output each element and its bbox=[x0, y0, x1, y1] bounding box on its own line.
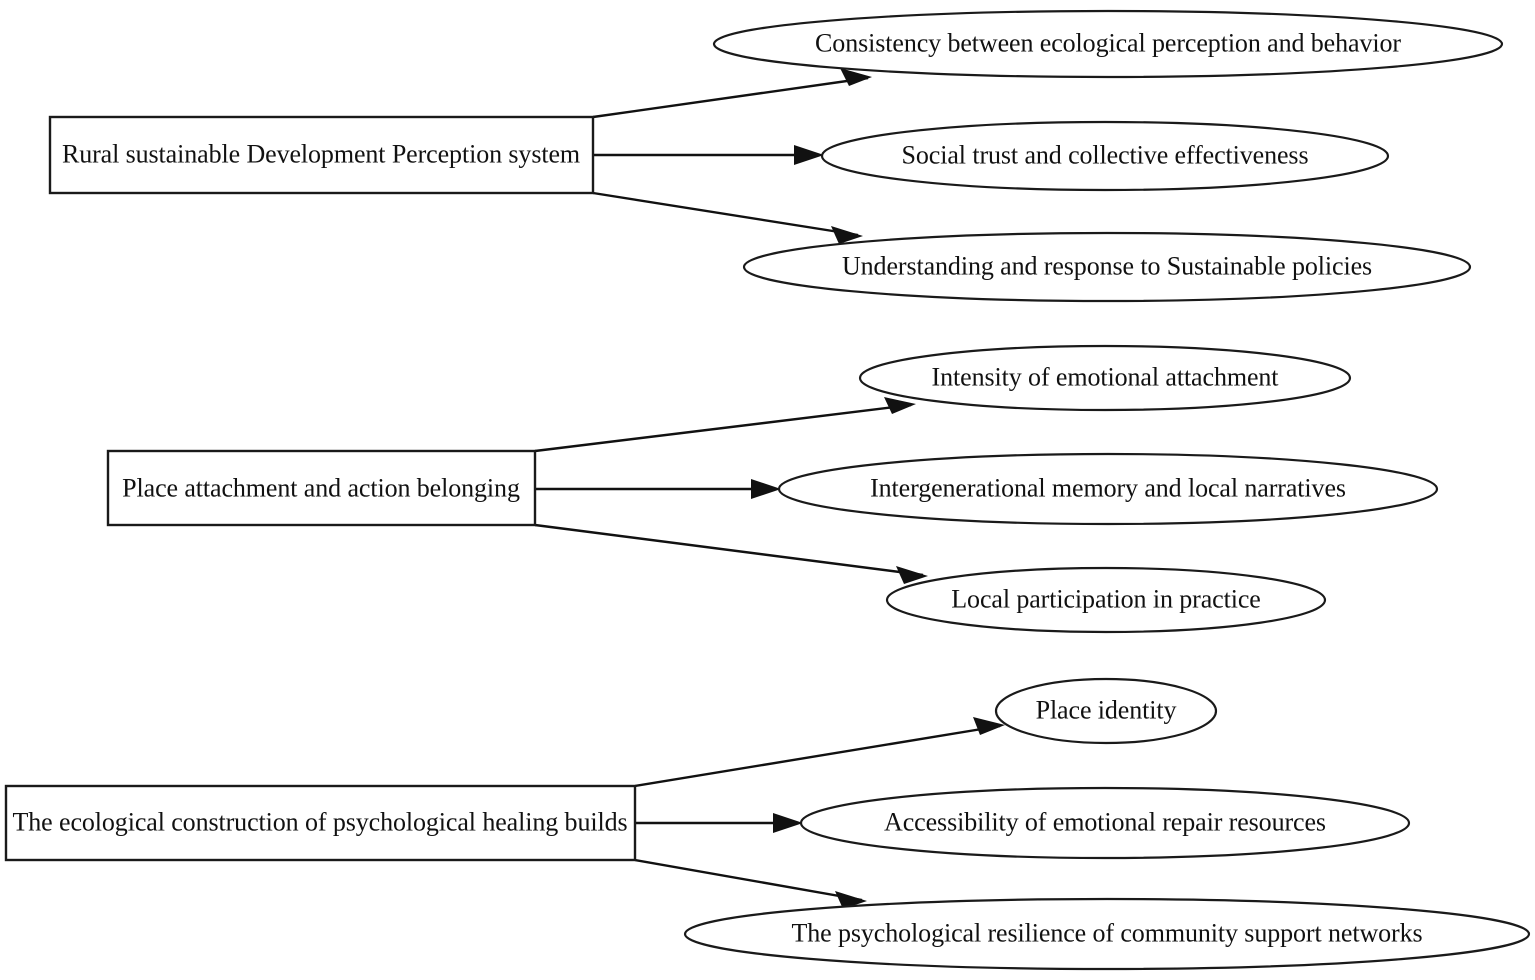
node-ellipse-community-resilience[interactable] bbox=[683, 897, 1531, 971]
label-ellipse-local-participation: Local participation in practice bbox=[951, 584, 1261, 614]
label-ellipse-social-trust: Social trust and collective effectivenes… bbox=[901, 140, 1309, 170]
edge-rural-to-consistency bbox=[592, 68, 872, 119]
edge-healing-to-place-identity bbox=[634, 717, 1005, 788]
label-ellipse-place-identity: Place identity bbox=[1035, 695, 1177, 725]
edge-rural-to-social-trust bbox=[593, 145, 824, 165]
edge-rural-to-understanding-policies bbox=[592, 191, 863, 244]
label-ellipse-emotional-intensity: Intensity of emotional attachment bbox=[931, 362, 1279, 392]
edge-place-to-intergenerational-memory bbox=[535, 479, 781, 499]
label-box-rural-perception: Rural sustainable Development Perception… bbox=[61, 139, 581, 169]
node-ellipse-emotional-repair[interactable] bbox=[799, 786, 1411, 860]
group-ecological-healing bbox=[4, 677, 1531, 971]
edge-place-to-emotional-intensity bbox=[534, 397, 916, 453]
node-ellipse-social-trust[interactable] bbox=[820, 120, 1390, 192]
node-ellipse-consistency[interactable] bbox=[712, 9, 1504, 79]
edge-healing-to-community-resilience bbox=[634, 858, 867, 909]
node-ellipse-local-participation[interactable] bbox=[885, 566, 1327, 634]
node-box-rural-perception[interactable] bbox=[48, 115, 595, 195]
label-box-ecological-healing: The ecological construction of psycholog… bbox=[12, 807, 628, 837]
node-box-place-attachment[interactable] bbox=[106, 449, 537, 527]
edge-healing-to-emotional-repair bbox=[635, 813, 803, 833]
label-ellipse-consistency: Consistency between ecological perceptio… bbox=[815, 28, 1401, 58]
group-place-attachment bbox=[106, 344, 1439, 634]
node-box-ecological-healing[interactable] bbox=[4, 784, 637, 862]
node-ellipse-place-identity[interactable] bbox=[994, 677, 1218, 745]
node-ellipse-intergenerational-memory[interactable] bbox=[777, 452, 1439, 526]
node-ellipse-understanding-policies[interactable] bbox=[742, 231, 1472, 303]
label-ellipse-emotional-repair: Accessibility of emotional repair resour… bbox=[884, 807, 1326, 837]
label-ellipse-community-resilience: The psychological resilience of communit… bbox=[791, 918, 1423, 948]
label-box-place-attachment: Place attachment and action belonging bbox=[122, 473, 520, 503]
edge-place-to-local-participation bbox=[534, 523, 928, 584]
label-ellipse-intergenerational-memory: Intergenerational memory and local narra… bbox=[870, 473, 1346, 503]
label-ellipse-understanding-policies: Understanding and response to Sustainabl… bbox=[841, 251, 1373, 281]
group-rural-perception bbox=[48, 9, 1504, 303]
node-ellipse-emotional-intensity[interactable] bbox=[858, 344, 1352, 412]
